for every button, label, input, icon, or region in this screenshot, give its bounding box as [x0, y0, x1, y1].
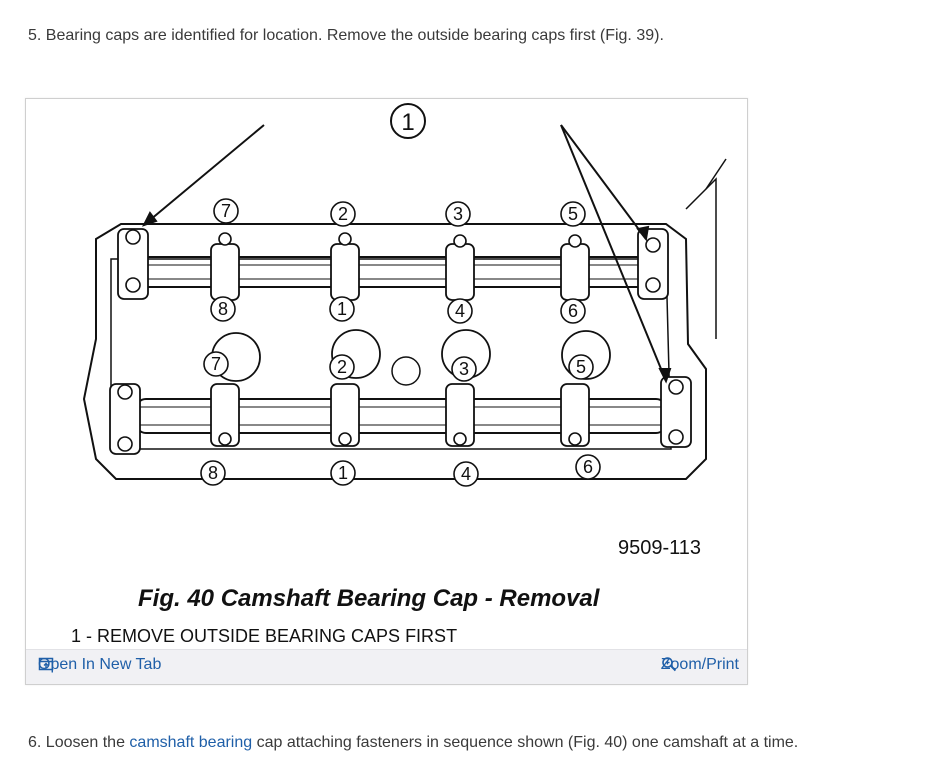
zoom-print-label: Zoom/Print [660, 656, 739, 673]
zoom-icon [661, 657, 676, 672]
step-6-text: 6. Loosen the camshaft bearing cap attac… [28, 734, 798, 752]
upper-outer-label-3: 3 [453, 204, 463, 224]
open-new-tab-button[interactable]: Open In New Tab [38, 656, 161, 674]
upper-inner-label-4: 6 [568, 301, 578, 321]
upper-outer-label-4: 5 [568, 204, 578, 224]
lower-inner-label-4: 6 [583, 457, 593, 477]
lower-outer-label-4: 5 [576, 357, 586, 377]
figure-toolbar: Open In New Tab Zoom/Print [26, 649, 747, 684]
lower-inner-label-2: 1 [338, 463, 348, 483]
figure-container: 1 7 2 3 5 8 1 4 6 7 2 3 [25, 98, 748, 685]
upper-inner-label-1: 8 [218, 299, 228, 319]
upper-inner-label-3: 4 [455, 301, 465, 321]
step-6-prefix: 6. Loosen the [28, 734, 130, 751]
lower-outer-label-1: 7 [211, 354, 221, 374]
lower-outer-label-2: 2 [337, 357, 347, 377]
camshaft-diagram: 1 7 2 3 5 8 1 4 6 7 2 3 [71, 103, 727, 646]
figure-title: Fig. 40 Camshaft Bearing Cap - Removal [138, 585, 601, 612]
lower-inner-label-3: 4 [461, 464, 471, 484]
upper-outer-label-1: 7 [221, 201, 231, 221]
main-callout-label: 1 [401, 109, 414, 136]
step-5-text: 5. Bearing caps are identified for locat… [28, 27, 664, 44]
step-6-suffix: cap attaching fasteners in sequence show… [252, 734, 799, 751]
upper-outer-label-2: 2 [338, 204, 348, 224]
part-number: 9509-113 [618, 537, 701, 559]
open-new-tab-label: Open In New Tab [38, 656, 162, 673]
lower-outer-label-3: 3 [459, 359, 469, 379]
camshaft-bearing-link[interactable]: camshaft bearing [129, 734, 253, 751]
zoom-print-button[interactable]: Zoom/Print [661, 656, 739, 674]
head-outline [82, 223, 707, 480]
lower-inner-label-1: 8 [208, 463, 218, 483]
upper-inner-label-2: 1 [337, 299, 347, 319]
open-in-new-tab-icon [38, 657, 54, 671]
figure-legend: 1 - REMOVE OUTSIDE BEARING CAPS FIRST [71, 626, 457, 646]
